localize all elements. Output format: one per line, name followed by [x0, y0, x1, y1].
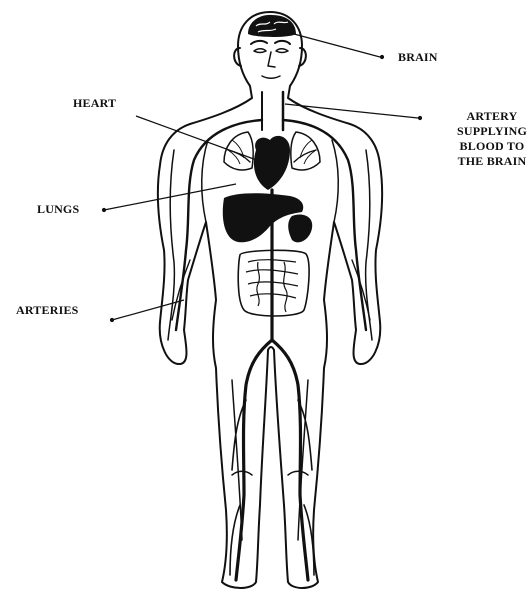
heart-organ: [254, 136, 290, 190]
arteries-leader-dot: [111, 319, 114, 322]
intestines-organ: [238, 250, 309, 316]
label-artery-supplying-brain: ARTERY SUPPLYING BLOOD TO THE BRAIN: [457, 109, 527, 169]
knee-right: [288, 471, 308, 475]
label-arteries: ARTERIES: [16, 303, 79, 318]
brain-leader-line: [279, 30, 380, 57]
chest-line-left: [202, 140, 208, 222]
body-outline: [158, 12, 382, 588]
lungs-leader-dot: [103, 209, 106, 212]
left-eyebrow: [251, 41, 267, 44]
brain-leader-dot: [381, 56, 384, 59]
knee-left: [232, 471, 252, 475]
right-eyebrow: [275, 41, 290, 44]
label-artery-line-2: SUPPLYING: [457, 124, 527, 139]
left-eye: [254, 49, 266, 53]
artery-leader-line: [285, 104, 418, 118]
label-artery-line-4: THE BRAIN: [457, 154, 527, 169]
mouth: [262, 76, 280, 78]
label-heart: HEART: [73, 96, 116, 111]
label-lungs: LUNGS: [37, 202, 79, 217]
chest-line-right: [332, 140, 338, 222]
label-artery-line-1: ARTERY: [457, 109, 527, 124]
label-brain: BRAIN: [398, 50, 438, 65]
label-artery-line-3: BLOOD TO: [457, 139, 527, 154]
artery-leader-dot: [419, 117, 422, 120]
stomach-organ: [288, 215, 312, 243]
right-eye: [276, 49, 288, 53]
nose: [268, 52, 275, 67]
